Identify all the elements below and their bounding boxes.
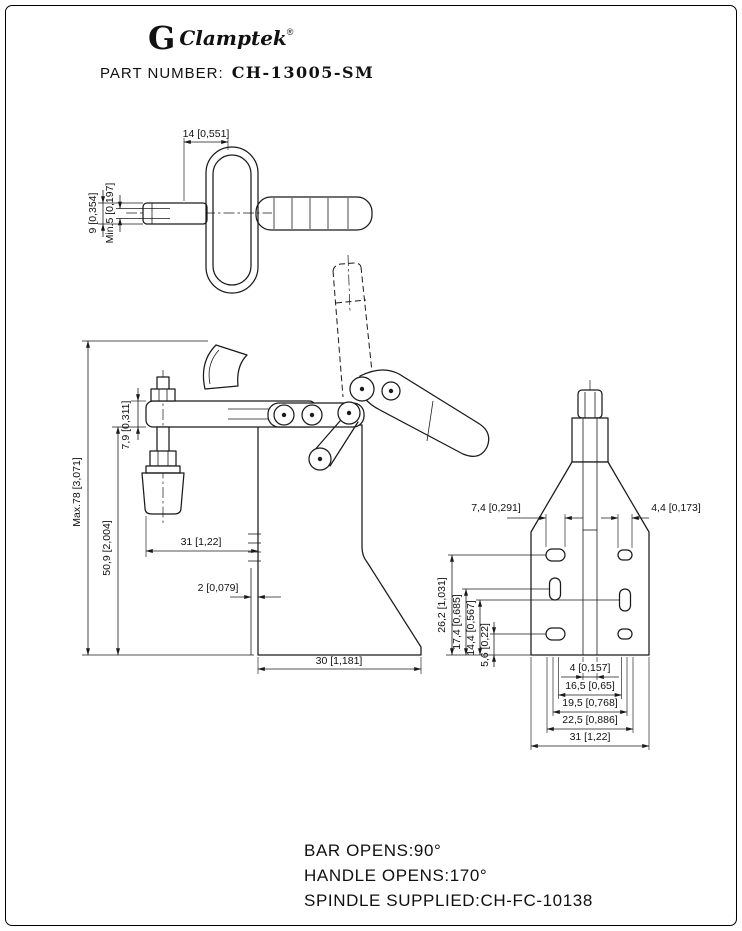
note-bar-opens: BAR OPENS:90° — [304, 841, 442, 860]
mounting-slots — [545, 548, 633, 641]
dim-side-h3: 14,4 [0,567] — [465, 600, 477, 656]
dim-side-h1: 26,2 [1,031] — [436, 577, 448, 633]
handle — [358, 369, 490, 457]
dim-side-w1: 4 [0,157] — [570, 662, 611, 674]
dim-side-h4: 5,6 [0,22] — [479, 623, 491, 667]
top-view-bar-end — [205, 146, 259, 294]
dim-topview-height: 9 [0,354] — [87, 192, 99, 233]
registered-mark: ® — [286, 27, 294, 37]
top-view-handle-grip — [255, 196, 373, 231]
part-number-value: CH-13005-SM — [231, 63, 375, 82]
dim-front-plate-thickness: 2 [0,079] — [198, 582, 239, 594]
part-number-label: PART NUMBER: — [100, 65, 224, 82]
spec-notes: BAR OPENS:90° HANDLE OPENS:170° SPINDLE … — [304, 838, 593, 913]
dim-side-h2: 17,4 [0,685] — [451, 594, 463, 650]
dim-side-slot-left: 7,4 [0,291] — [471, 502, 521, 514]
open-bar-phantom — [202, 344, 248, 390]
dim-side-w5: 31 [1,22] — [570, 731, 611, 743]
dim-front-reach: 31 [1,22] — [181, 536, 222, 548]
dim-topview-width: 14 [0,551] — [183, 128, 230, 140]
dim-side-w2: 16,5 [0,65] — [565, 680, 615, 692]
dim-topview-min: Min.5 [0,197] — [104, 183, 116, 244]
dim-front-max-height: Max.78 [3,071] — [71, 457, 83, 527]
side-view: 7,4 [0,291] 4,4 [0,173] 26,2 [1,031] 17,… — [436, 380, 701, 750]
side-view-body — [530, 389, 650, 656]
top-view: 14 [0,551] 9 [0,354] Min.5 [0,197] — [87, 128, 373, 294]
logo-name: Clamptek — [179, 26, 287, 50]
dim-front-bar-thickness: 7,9 [0,311] — [120, 401, 132, 450]
dim-side-w3: 19,5 [0,768] — [562, 697, 618, 709]
knurled-knob — [141, 472, 185, 515]
dim-side-slot-right: 4,4 [0,173] — [651, 502, 701, 514]
pivot-rivets — [273, 376, 401, 471]
dim-front-base-width: 30 [1,181] — [316, 655, 363, 667]
logo-g-icon: G — [148, 19, 176, 57]
part-number-line: PART NUMBER: CH-13005-SM — [100, 63, 374, 83]
note-spindle-supplied: SPINDLE SUPPLIED:CH-FC-10138 — [304, 891, 593, 910]
top-view-bar — [142, 202, 208, 225]
note-handle-opens: HANDLE OPENS:170° — [304, 866, 488, 885]
handle-open-phantom — [332, 254, 375, 398]
dim-front-body-height: 50,9 [2,004] — [101, 520, 113, 576]
dim-side-w4: 22,5 [0,886] — [562, 714, 618, 726]
front-view: Max.78 [3,071] 7,9 [0,311] 50,9 [2,004] … — [71, 254, 490, 674]
spindle-assembly — [141, 370, 185, 526]
